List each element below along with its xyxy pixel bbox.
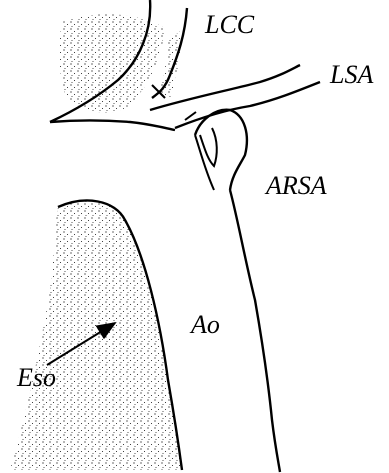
label-arsa: ARSA — [266, 173, 327, 199]
label-lsa: LSA — [330, 62, 373, 88]
label-eso: Eso — [17, 365, 56, 391]
arsa-loop — [195, 110, 247, 190]
trachea-shading — [59, 14, 165, 113]
label-ao: Ao — [191, 312, 220, 338]
arsa-descending-wall — [230, 190, 280, 472]
lsa-vessel-lower-wall — [175, 82, 320, 128]
lsa-ligature — [185, 112, 196, 120]
aortic-arch-left-wall — [50, 121, 175, 131]
label-lcc: LCC — [205, 12, 254, 38]
